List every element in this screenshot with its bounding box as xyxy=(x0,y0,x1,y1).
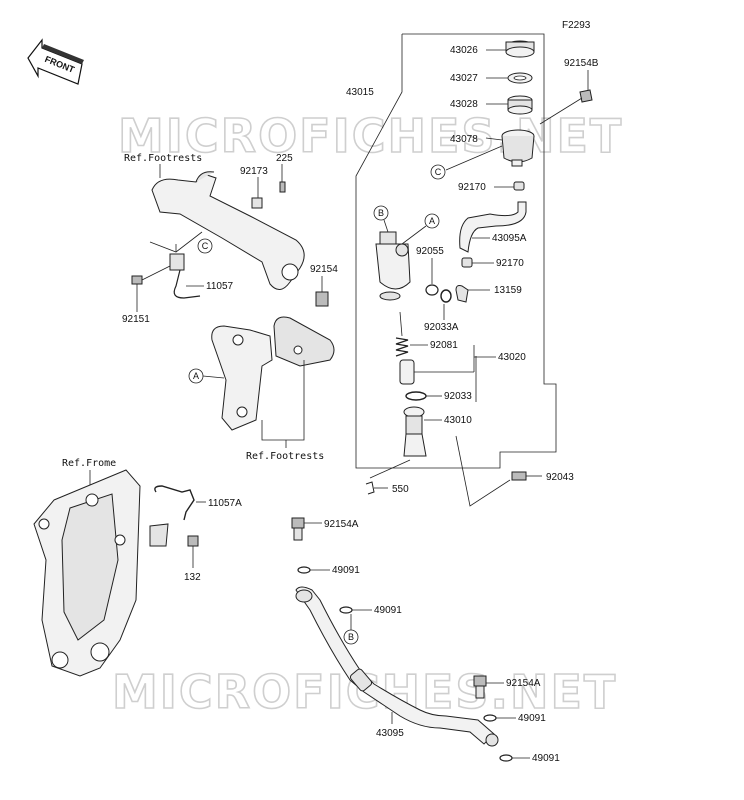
label-43015: 43015 xyxy=(346,87,374,98)
washer-49091-a xyxy=(297,566,311,574)
label-550: 550 xyxy=(392,484,409,495)
figure-code: F2293 xyxy=(562,20,591,31)
footrest-bracket xyxy=(211,316,335,431)
label-92055: 92055 xyxy=(416,246,444,257)
clamp-92170-mid xyxy=(461,257,473,268)
hose-43095A xyxy=(459,201,527,253)
spring-92081 xyxy=(395,337,409,357)
clamp-92170-top xyxy=(513,181,525,191)
circlip-92033A xyxy=(440,289,452,303)
svg-text:B: B xyxy=(348,632,354,642)
label-92033: 92033 xyxy=(444,391,472,402)
label-92043: 92043 xyxy=(546,472,574,483)
label-13159: 13159 xyxy=(494,285,522,296)
label-49091-d: 49091 xyxy=(532,753,560,764)
label-11057: 11057 xyxy=(206,281,234,292)
master-cylinder-body xyxy=(375,231,411,301)
washer-49091-d xyxy=(499,754,513,762)
label-92173: 92173 xyxy=(240,166,268,177)
spring-11057A xyxy=(154,485,195,521)
brake-pedal xyxy=(151,171,305,290)
pin-550 xyxy=(365,481,375,495)
oring-92055 xyxy=(425,284,439,296)
callout-c-reservoir: C xyxy=(430,164,446,180)
label-92170-top: 92170 xyxy=(458,182,486,193)
label-92154A-bottom: 92154A xyxy=(506,678,541,689)
label-43028: 43028 xyxy=(450,99,478,110)
callout-b-hose: B xyxy=(343,629,359,645)
label-92151: 92151 xyxy=(122,314,150,325)
callout-a-cylinder: A xyxy=(424,213,440,229)
label-43020: 43020 xyxy=(498,352,526,363)
bolt-132 xyxy=(187,535,199,547)
label-132: 132 xyxy=(184,572,201,583)
label-49091-b: 49091 xyxy=(374,605,402,616)
callout-a-bracket: A xyxy=(188,368,204,384)
svg-text:A: A xyxy=(429,216,435,226)
svg-text:C: C xyxy=(202,241,209,251)
bolt-92154A-top xyxy=(291,517,305,541)
watermark-top: MICROFICHES.NET xyxy=(118,109,623,163)
washer-49091-b xyxy=(339,606,353,614)
bolt-92154B xyxy=(539,89,593,125)
diaphragm-43028 xyxy=(507,95,533,115)
fitting-13159 xyxy=(455,285,469,303)
label-43078: 43078 xyxy=(450,134,478,145)
label-11057A: 11057A xyxy=(208,498,242,509)
front-arrow-icon: FRONT xyxy=(27,38,84,85)
assembly-43015-bracket xyxy=(355,33,557,469)
stopper-92173 xyxy=(251,197,263,209)
brake-hose-43095 xyxy=(295,586,499,747)
label-92154A-top: 92154A xyxy=(324,519,359,530)
label-92170-mid: 92170 xyxy=(496,258,524,269)
label-43027: 43027 xyxy=(450,73,478,84)
bolt-92043 xyxy=(511,471,527,481)
svg-text:A: A xyxy=(193,371,199,381)
reservoir-43078 xyxy=(501,129,535,167)
screw-92151 xyxy=(131,275,143,285)
bolt-92154A-bottom xyxy=(473,675,487,699)
label-43010: 43010 xyxy=(444,415,472,426)
label-43095A: 43095A xyxy=(492,233,527,244)
label-43095: 43095 xyxy=(376,728,404,739)
ref-footrests-mid: Ref.Footrests xyxy=(246,451,324,462)
washer-49091-c xyxy=(483,714,497,722)
piston-43020 xyxy=(399,359,415,385)
ref-footrests-top: Ref.Footrests xyxy=(124,153,202,164)
bolt-92154 xyxy=(315,291,329,307)
label-49091-c: 49091 xyxy=(518,713,546,724)
circlip-92033 xyxy=(405,391,427,401)
label-92154: 92154 xyxy=(310,264,338,275)
label-92033A: 92033A xyxy=(424,322,459,333)
spring-11057 xyxy=(169,253,201,299)
label-43026: 43026 xyxy=(450,45,478,56)
cap-43026 xyxy=(505,40,535,58)
label-92154B: 92154B xyxy=(564,58,599,69)
label-225: 225 xyxy=(276,153,293,164)
ref-frame: Ref.Frome xyxy=(62,458,116,469)
svg-text:C: C xyxy=(435,167,442,177)
frame-section xyxy=(33,469,141,677)
plate-43027 xyxy=(507,72,533,84)
label-92081: 92081 xyxy=(430,340,458,351)
svg-text:B: B xyxy=(378,208,384,218)
bolt-225 xyxy=(279,181,286,193)
bracket-plate xyxy=(149,523,169,547)
callout-c-pedal: C xyxy=(197,238,213,254)
callout-b-cylinder: B xyxy=(373,205,389,221)
label-49091-a: 49091 xyxy=(332,565,360,576)
pushrod-43010 xyxy=(403,406,427,457)
